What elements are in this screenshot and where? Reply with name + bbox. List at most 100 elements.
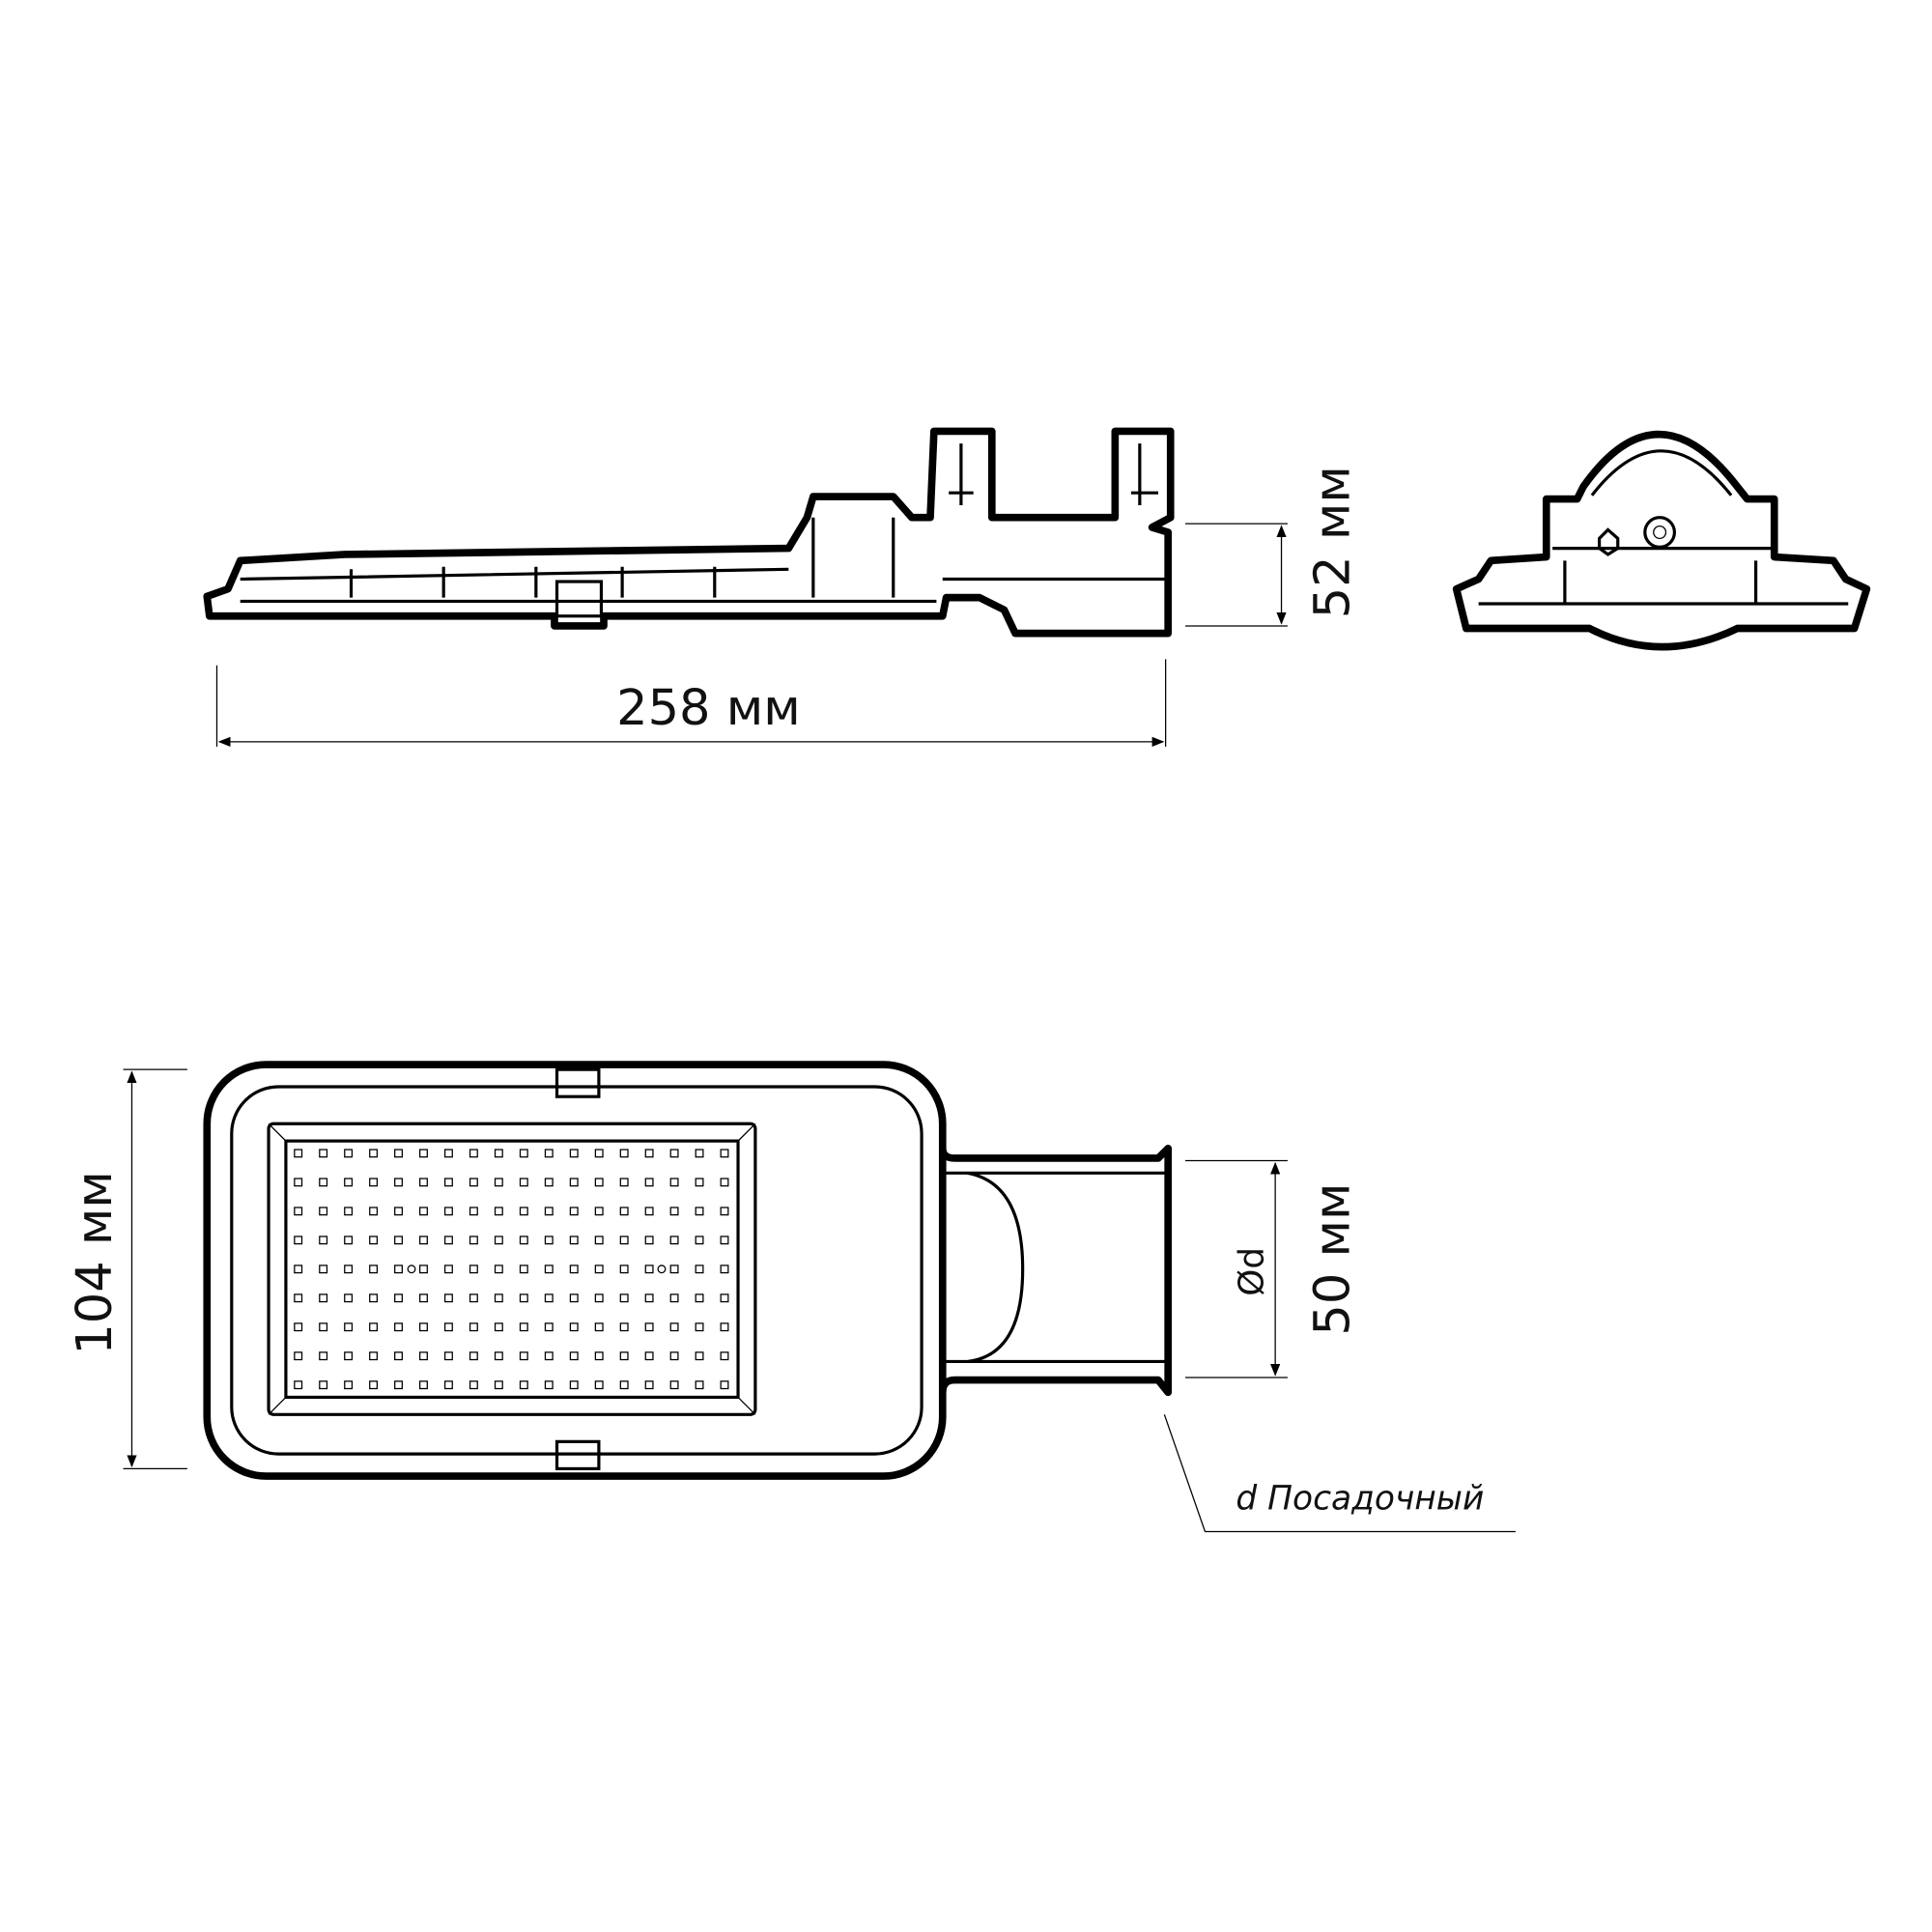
led-chip [394,1380,403,1390]
led-chip [569,1293,579,1303]
led-chip [519,1149,528,1158]
led-chip [544,1380,554,1390]
led-chip [569,1149,579,1158]
led-chip [720,1351,729,1361]
led-chip [720,1322,729,1332]
led-chip [469,1264,478,1274]
led-chip [569,1380,579,1390]
led-chip [594,1149,604,1158]
diameter-label: Ød [1232,1247,1271,1296]
note-label: d Посадочный [1236,1479,1484,1518]
led-chip [644,1293,654,1303]
led-chip [344,1236,354,1245]
led-chip [569,1322,579,1332]
led-chip [369,1264,379,1274]
led-chip [544,1264,554,1274]
led-chip [695,1293,704,1303]
led-chip [394,1293,403,1303]
led-chip [644,1380,654,1390]
led-chip [394,1264,403,1274]
led-chip [669,1264,679,1274]
led-chip [569,1178,579,1187]
led-chip [369,1380,379,1390]
led-chip [469,1351,478,1361]
led-chip [669,1322,679,1332]
led-chip [644,1322,654,1332]
led-chip [669,1236,679,1245]
led-chip [294,1264,303,1274]
led-chip [469,1293,478,1303]
led-chip [319,1293,328,1303]
led-chip [394,1178,403,1187]
led-chip [544,1149,554,1158]
led-chip [294,1149,303,1158]
led-chip [619,1293,629,1303]
led-chip [644,1178,654,1187]
led-chip [419,1207,428,1216]
led-chip [519,1293,528,1303]
led-chip [369,1293,379,1303]
led-chip [319,1236,328,1245]
height-dimension: 52 мм [1185,466,1362,627]
led-chip [443,1351,453,1361]
top-view [203,1061,1173,1480]
led-chip [469,1207,478,1216]
led-chip [494,1264,503,1274]
led-chip [494,1380,503,1390]
led-chip [619,1380,629,1390]
led-chip [720,1293,729,1303]
led-chip [695,1351,704,1361]
led-chip [294,1236,303,1245]
length-dimension: 258 мм [215,659,1167,747]
led-chip [619,1178,629,1187]
led-chip [695,1380,704,1390]
led-chip [319,1149,328,1158]
led-chip [443,1149,453,1158]
led-chip [494,1236,503,1245]
led-chip [469,1380,478,1390]
led-chip [319,1264,328,1274]
led-chip [544,1351,554,1361]
led-chip [594,1207,604,1216]
led-chip [644,1351,654,1361]
led-chip [469,1236,478,1245]
led-chip [419,1178,428,1187]
led-chip [544,1293,554,1303]
led-chip [369,1351,379,1361]
led-chip [494,1322,503,1332]
led-chip [619,1322,629,1332]
led-chip [394,1207,403,1216]
led-chip [695,1264,704,1274]
led-chip [494,1351,503,1361]
led-chip [619,1207,629,1216]
led-chip [519,1264,528,1274]
led-chip [669,1207,679,1216]
led-chip [619,1236,629,1245]
led-chip [695,1236,704,1245]
led-chip [644,1207,654,1216]
led-chip [669,1149,679,1158]
led-chip [369,1149,379,1158]
led-chip [669,1351,679,1361]
mount-dimension: 50 мм Ød [1185,1159,1362,1378]
led-chip [319,1207,328,1216]
led-chip [720,1264,729,1274]
mount-length-label: 50 мм [1305,1183,1362,1336]
led-chip [519,1322,528,1332]
led-chip [720,1178,729,1187]
led-chip [594,1236,604,1245]
led-chip [443,1264,453,1274]
led-chip [695,1322,704,1332]
led-chip [319,1322,328,1332]
led-chip [419,1351,428,1361]
led-chip [644,1264,654,1274]
led-chip [569,1207,579,1216]
led-chip [294,1207,303,1216]
led-chip [419,1293,428,1303]
led-chip [519,1236,528,1245]
led-chip [369,1236,379,1245]
led-chip [294,1322,303,1332]
led-chip [669,1380,679,1390]
led-chip [544,1178,554,1187]
